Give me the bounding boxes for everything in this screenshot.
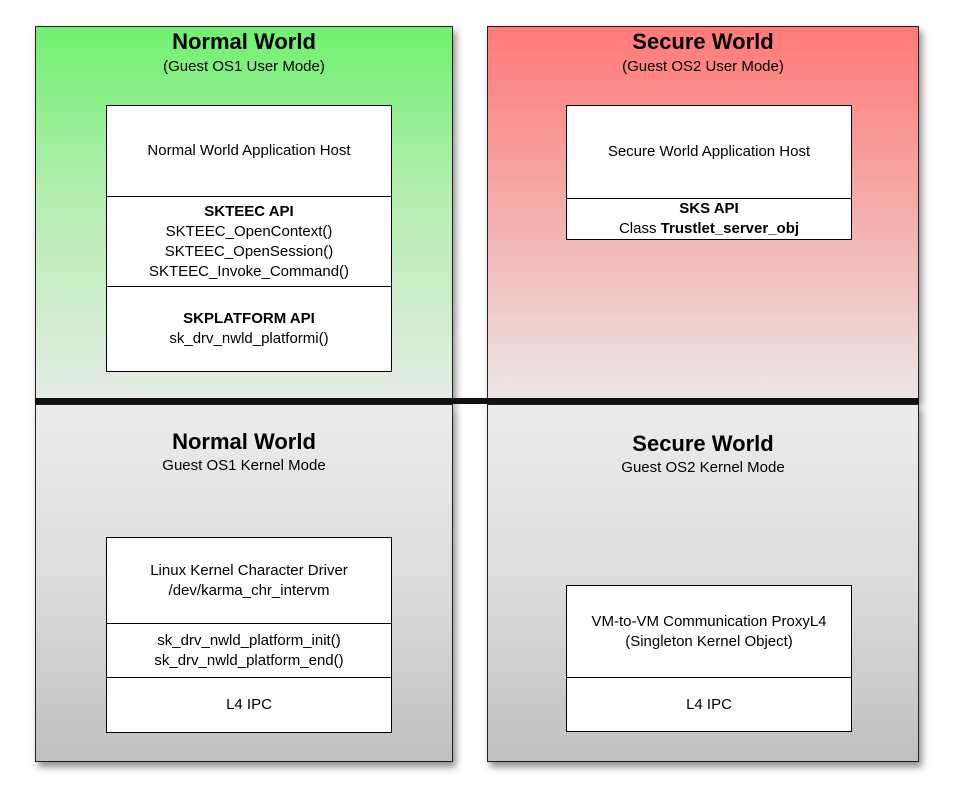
- platform-functions-section: sk_drv_nwld_platform_init() sk_drv_nwld_…: [107, 623, 391, 677]
- linux-kernel-character-driver: Linux Kernel Character Driver /dev/karma…: [107, 538, 391, 623]
- skplatform-api-title: SKPLATFORM API: [183, 310, 315, 327]
- skplatform-api-function: sk_drv_nwld_platformi(): [169, 330, 329, 347]
- secure-world-app-host: Secure World Application Host: [567, 106, 851, 198]
- secure-world-kernel-subtitle: Guest OS2 Kernel Mode: [621, 459, 785, 476]
- normal-world-kernel-panel: Normal World Guest OS1 Kernel Mode Linux…: [35, 404, 453, 762]
- normal-world-user-title: Normal World: [172, 29, 316, 54]
- skteec-invoke-command: SKTEEC_Invoke_Command(): [148, 262, 350, 280]
- secure-world-app-stack: Secure World Application Host SKS API Cl…: [566, 105, 852, 240]
- normal-world-kernel-title: Normal World: [172, 429, 316, 454]
- sks-api-class-name: Trustlet_server_obj: [660, 220, 800, 237]
- secure-world-l4-ipc: L4 IPC: [567, 677, 851, 731]
- normal-world-app-host: Normal World Application Host: [107, 106, 391, 196]
- normal-world-user-panel: Normal World (Guest OS1 User Mode) Norma…: [35, 26, 453, 401]
- skplatform-api-section: SKPLATFORM API sk_drv_nwld_platformi(): [107, 286, 391, 371]
- secure-world-kernel-panel: Secure World Guest OS2 Kernel Mode VM-to…: [487, 404, 919, 762]
- platform-init-function: sk_drv_nwld_platform_init(): [157, 631, 341, 649]
- secure-world-kernel-stack: VM-to-VM Communication ProxyL4 (Singleto…: [566, 585, 852, 732]
- normal-world-l4-ipc: L4 IPC: [107, 677, 391, 732]
- normal-world-kernel-subtitle: Guest OS1 Kernel Mode: [162, 457, 326, 474]
- driver-device-path: /dev/karma_chr_intervm: [168, 581, 330, 599]
- sks-api-class: Class Trustlet_server_obj: [619, 219, 799, 239]
- proxy-description: (Singleton Kernel Object): [625, 632, 793, 650]
- normal-world-l4-ipc-label: L4 IPC: [226, 696, 272, 713]
- vm-to-vm-proxy: VM-to-VM Communication ProxyL4 (Singleto…: [567, 586, 851, 677]
- driver-name: Linux Kernel Character Driver: [150, 561, 348, 579]
- secure-world-kernel-title: Secure World: [632, 431, 774, 456]
- secure-world-user-title: Secure World: [632, 29, 774, 54]
- proxy-name: VM-to-VM Communication ProxyL4: [591, 612, 827, 630]
- sks-api-title: SKS API: [679, 200, 739, 217]
- skteec-api-title: SKTEEC API: [204, 202, 294, 220]
- secure-world-app-host-label: Secure World Application Host: [607, 143, 811, 160]
- normal-world-app-stack: Normal World Application Host SKTEEC API…: [106, 105, 392, 372]
- sks-api-section: SKS API Class Trustlet_server_obj: [567, 198, 851, 239]
- normal-world-kernel-stack: Linux Kernel Character Driver /dev/karma…: [106, 537, 392, 733]
- skteec-api-section: SKTEEC API SKTEEC_OpenContext() SKTEEC_O…: [107, 196, 391, 286]
- secure-world-user-panel: Secure World (Guest OS2 User Mode) Secur…: [487, 26, 919, 401]
- normal-world-app-host-label: Normal World Application Host: [147, 142, 351, 159]
- secure-world-l4-ipc-label: L4 IPC: [686, 695, 732, 713]
- platform-end-function: sk_drv_nwld_platform_end(): [154, 651, 344, 669]
- sks-api-class-prefix: Class: [618, 220, 661, 237]
- secure-world-user-subtitle: (Guest OS2 User Mode): [622, 58, 784, 75]
- skteec-open-session: SKTEEC_OpenSession(): [164, 242, 334, 260]
- skteec-open-context: SKTEEC_OpenContext(): [165, 222, 333, 240]
- user-kernel-divider: [35, 398, 919, 404]
- normal-world-user-subtitle: (Guest OS1 User Mode): [163, 58, 325, 75]
